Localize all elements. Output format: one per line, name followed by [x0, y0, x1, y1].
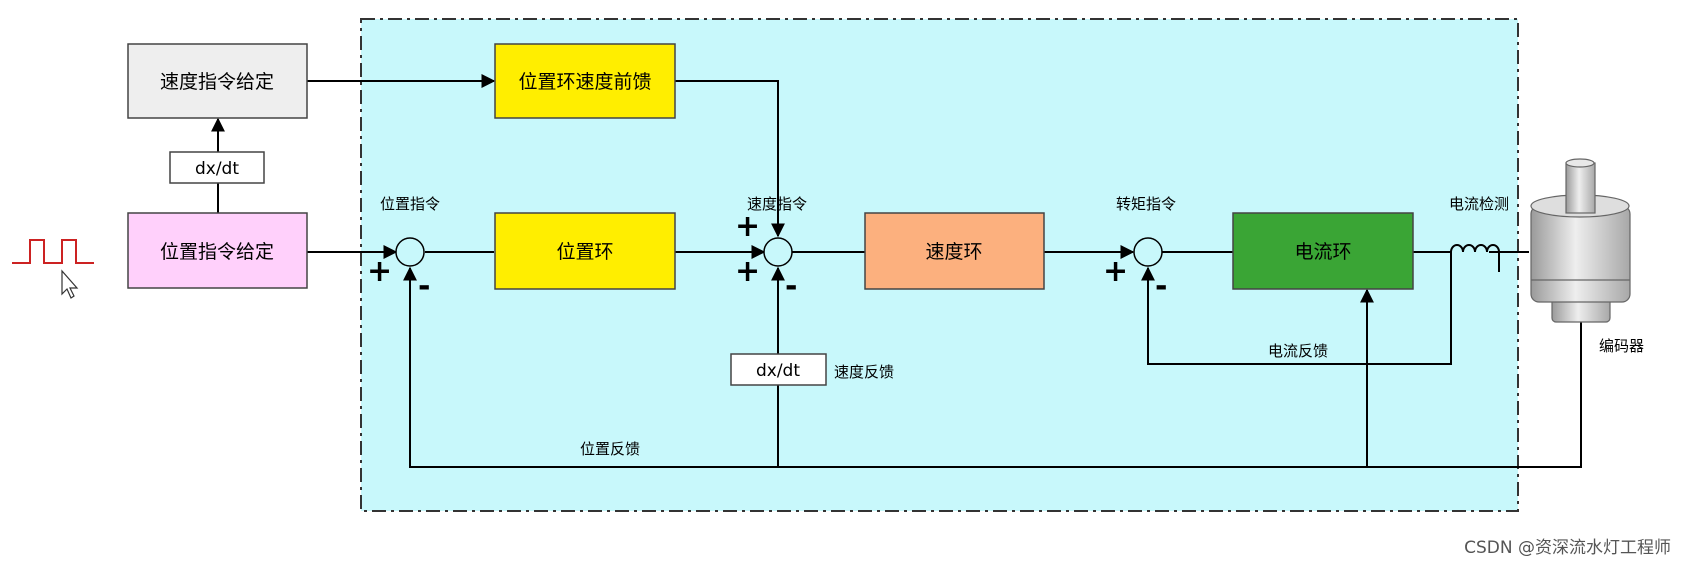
watermark: CSDN @资深流水灯工程师: [1464, 538, 1671, 558]
current-sensor-coil-icon: [1450, 244, 1500, 274]
position-plus-sign: +: [367, 254, 392, 289]
torque-sum-junction: [1133, 237, 1163, 267]
current-detect-label: 电流检测: [1449, 195, 1509, 213]
dxdt-mid-block: dx/dt: [730, 353, 827, 386]
torque-minus-sign: -: [1155, 269, 1167, 304]
torque-command-label: 转矩指令: [1116, 195, 1176, 213]
speed-command-block-label: 速度指令给定: [160, 71, 274, 93]
current-loop-block: 电流环: [1232, 212, 1414, 290]
position-loop-block: 位置环: [494, 212, 676, 290]
position-command-block-label: 位置指令给定: [160, 241, 274, 263]
speed-feedforward-label: 位置环速度前馈: [518, 71, 651, 93]
position-minus-sign: -: [418, 269, 430, 304]
speed-plus-sign: +: [735, 254, 760, 289]
position-command-block: 位置指令给定: [127, 212, 308, 289]
position-loop-label: 位置环: [556, 241, 613, 263]
position-command-label: 位置指令: [380, 195, 440, 213]
speed-command-label: 速度指令: [747, 195, 807, 213]
dxdt-top-label: dx/dt: [195, 159, 239, 179]
speed-command-block: 速度指令给定: [127, 43, 308, 119]
speed-feedforward-block: 位置环速度前馈: [494, 43, 676, 119]
speed-ff-plus-sign: +: [735, 209, 760, 244]
mouse-cursor-icon: [61, 269, 79, 299]
motor-encoder-icon: [1530, 158, 1631, 323]
speed-loop-block: 速度环: [864, 212, 1045, 290]
encoder-label: 编码器: [1599, 337, 1644, 355]
current-feedback-label: 电流反馈: [1268, 342, 1328, 360]
dxdt-top-block: dx/dt: [169, 151, 265, 184]
current-loop-label: 电流环: [1294, 241, 1351, 263]
speed-loop-label: 速度环: [925, 241, 982, 263]
speed-sum-junction: [763, 237, 793, 267]
position-feedback-label: 位置反馈: [580, 440, 640, 458]
dxdt-mid-label: dx/dt: [756, 361, 800, 381]
speed-minus-sign: -: [785, 269, 797, 304]
speed-feedback-label: 速度反馈: [834, 363, 894, 381]
signal-lines: [211, 74, 1582, 468]
torque-plus-sign: +: [1103, 254, 1128, 289]
pulse-signal-icon: [12, 239, 94, 264]
position-sum-junction: [395, 237, 425, 267]
